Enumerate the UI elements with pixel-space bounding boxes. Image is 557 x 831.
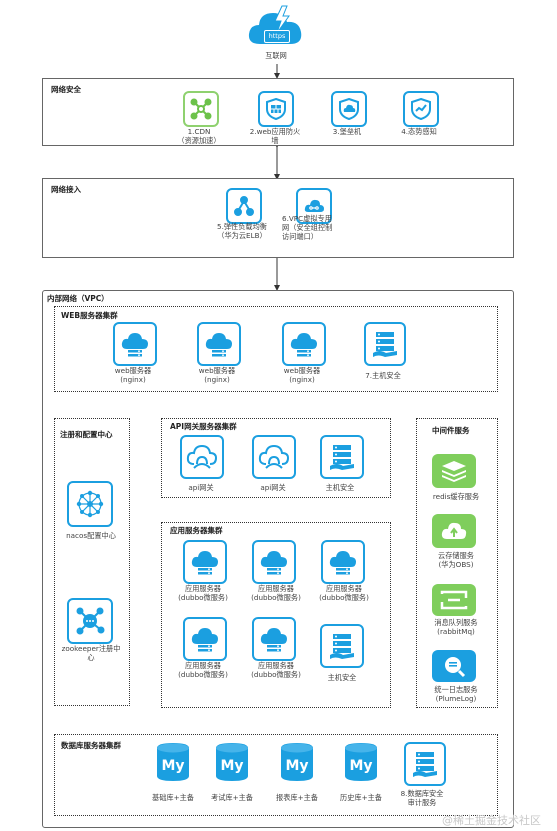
- svg-text:My: My: [349, 758, 372, 774]
- redis-label: redis缓存服务: [432, 492, 480, 501]
- app-server-cloud-icon: [252, 617, 296, 661]
- cdn-label: 1.CDN （资源加速）: [177, 127, 221, 145]
- app-server-cloud-icon: [252, 540, 296, 584]
- svg-text:My: My: [285, 758, 308, 774]
- app-cluster-title: 应用服务器集群: [170, 526, 223, 535]
- mysql-db-icon: My: [279, 742, 315, 782]
- api-gateway-label-1: api网关: [188, 483, 214, 492]
- network-security-title: 网络安全: [51, 85, 81, 94]
- api-host-security-label: 主机安全: [325, 483, 355, 492]
- db-label-2: 考试库+主备: [211, 793, 253, 802]
- api-gateway-title: API网关服务器集群: [170, 422, 237, 431]
- nacos-label: nacos配置中心: [66, 531, 116, 540]
- middleware-title: 中间件服务: [432, 426, 470, 435]
- bastion-label: 3.堡垒机: [332, 127, 362, 136]
- registry-title: 注册和配置中心: [60, 430, 113, 439]
- internet-node: https: [246, 4, 306, 50]
- app-server-label-2: 应用服务器 (dubbo微服务): [251, 584, 301, 602]
- message-queue-label: 消息队列服务 (rabbitMq): [434, 618, 478, 636]
- host-security-icon: [320, 624, 364, 668]
- load-balancer-icon: [226, 188, 262, 224]
- load-balancer-label: 5.弹性负载均衡 （华为云ELB）: [217, 222, 267, 240]
- cloud-lightning-icon: [248, 5, 302, 44]
- zookeeper-label: zookeeper注册中 心: [61, 644, 121, 662]
- situation-awareness-label: 4.态势感知: [401, 127, 437, 136]
- db-label-4: 历史库+主备: [340, 793, 382, 802]
- mysql-db-icon: My: [155, 742, 191, 782]
- host-security-icon: [364, 322, 406, 366]
- vpc-label: 6.VPC虚拟专用 网（安全组控制 访问端口）: [282, 214, 333, 241]
- web-server-cloud-icon: [282, 322, 326, 366]
- db-audit-icon: [404, 742, 446, 786]
- nacos-icon: [67, 481, 113, 527]
- redis-icon: [432, 454, 476, 488]
- svg-text:My: My: [161, 758, 184, 774]
- registry-panel: [54, 418, 130, 706]
- internet-label: 互联网: [265, 51, 287, 60]
- log-service-label: 统一日志服务 (PlumeLog): [434, 685, 478, 703]
- app-server-label-4: 应用服务器 (dubbo微服务): [178, 661, 228, 679]
- db-audit-label: 8.数据库安全 审计服务: [400, 789, 444, 807]
- web-server-label-1: web服务器 (nginx): [114, 366, 152, 384]
- api-gateway-icon: [252, 435, 296, 479]
- vpc-icon: [296, 188, 332, 224]
- host-security-icon: [320, 435, 364, 479]
- app-server-cloud-icon: [183, 617, 227, 661]
- vpc-title: 内部网络（VPC）: [47, 294, 109, 303]
- network-access-title: 网络接入: [51, 185, 81, 194]
- db-cluster-title: 数据库服务器集群: [61, 741, 121, 750]
- db-label-3: 报表库+主备: [276, 793, 318, 802]
- host-security-label: 7.主机安全: [365, 371, 401, 380]
- mysql-db-icon: My: [214, 742, 250, 782]
- web-cluster-title: WEB服务器集群: [61, 311, 118, 320]
- app-server-cloud-icon: [183, 540, 227, 584]
- api-gateway-icon: [180, 435, 224, 479]
- watermark: @稀土掘金技术社区: [442, 814, 541, 827]
- api-gateway-label-2: api网关: [260, 483, 286, 492]
- message-queue-icon: [432, 584, 476, 616]
- app-server-label-1: 应用服务器 (dubbo微服务): [178, 584, 228, 602]
- firewall-icon: [258, 91, 294, 127]
- app-host-security-label: 主机安全: [327, 673, 357, 682]
- cloud-storage-label: 云存储服务 (华为OBS): [438, 551, 474, 569]
- svg-text:My: My: [220, 758, 243, 774]
- app-server-label-3: 应用服务器 (dubbo微服务): [319, 584, 369, 602]
- mysql-db-icon: My: [343, 742, 379, 782]
- app-server-cloud-icon: [321, 540, 365, 584]
- web-server-label-2: web服务器 (nginx): [198, 366, 236, 384]
- app-server-label-5: 应用服务器 (dubbo微服务): [251, 661, 301, 679]
- cloud-storage-icon: [432, 514, 476, 548]
- web-server-cloud-icon: [197, 322, 241, 366]
- network-access-panel: [42, 178, 514, 258]
- https-badge: https: [264, 30, 290, 43]
- situation-awareness-icon: [403, 91, 439, 127]
- zookeeper-icon: [67, 598, 113, 644]
- firewall-label: 2.web应用防火 墙: [249, 127, 301, 145]
- log-service-icon: [432, 650, 476, 682]
- web-server-label-3: web服务器 (nginx): [283, 366, 321, 384]
- web-server-cloud-icon: [113, 322, 157, 366]
- db-label-1: 基础库+主备: [152, 793, 194, 802]
- bastion-icon: [331, 91, 367, 127]
- cdn-icon: [183, 91, 219, 127]
